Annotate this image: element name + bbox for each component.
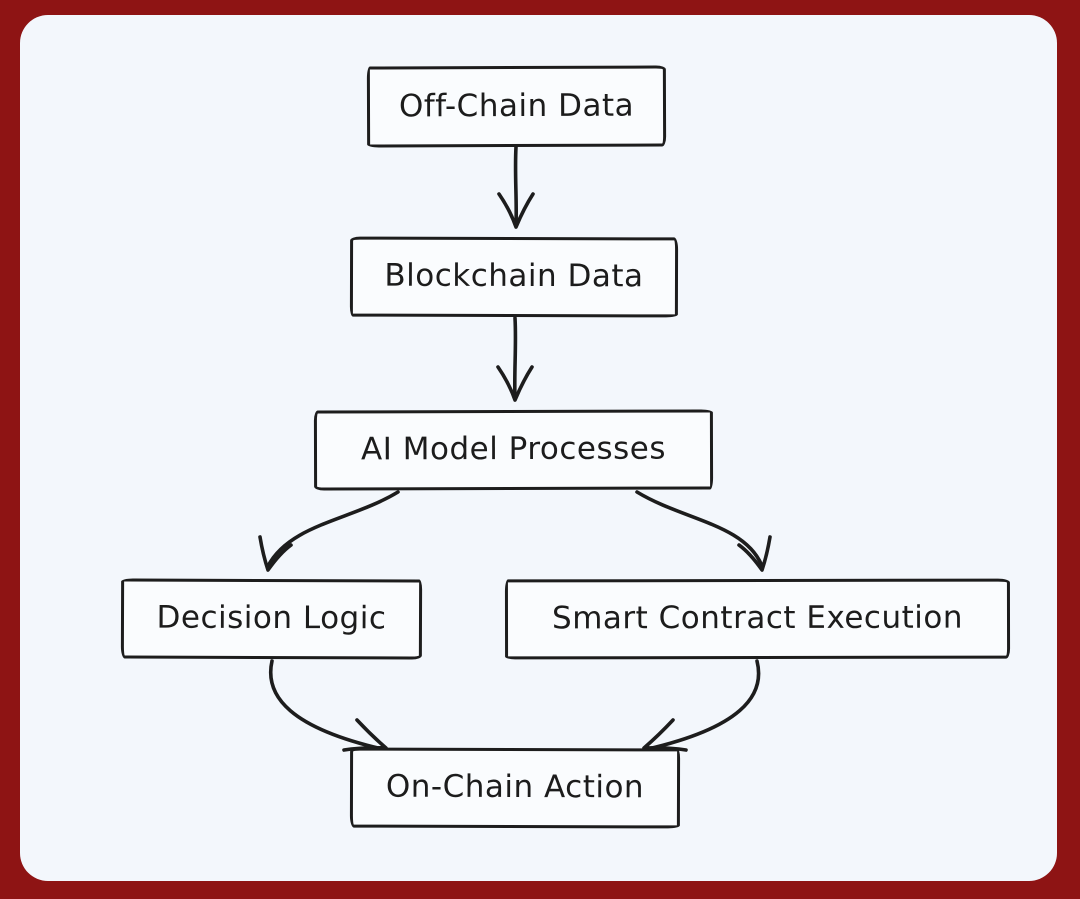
node-decision-logic[interactable]: Decision Logic [120, 578, 423, 660]
edge-off-chain-data-to-blockchain-data[interactable] [497, 145, 535, 229]
edge-ai-model-processes-to-smart-contract-execution[interactable] [635, 490, 772, 572]
node-label: Smart Contract Execution [551, 599, 964, 637]
node-ai-model-processes[interactable]: AI Model Processes [313, 409, 714, 491]
node-label: Off-Chain Data [398, 87, 635, 124]
edge-smart-contract-execution-to-on-chain-action[interactable] [642, 659, 761, 752]
node-on-chain-action[interactable]: On-Chain Action [349, 747, 681, 829]
edge-ai-model-processes-to-decision-logic[interactable] [258, 490, 400, 572]
node-blockchain-data[interactable]: Blockchain Data [349, 236, 679, 318]
node-smart-contract-execution[interactable]: Smart Contract Execution [504, 578, 1011, 660]
node-label: On-Chain Action [385, 768, 645, 806]
edge-blockchain-data-to-ai-model-processes[interactable] [496, 316, 534, 402]
edge-decision-logic-to-on-chain-action[interactable] [269, 659, 388, 752]
node-off-chain-data[interactable]: Off-Chain Data [366, 65, 667, 148]
node-label: AI Model Processes [360, 430, 667, 468]
node-label: Blockchain Data [384, 257, 644, 295]
node-label: Decision Logic [156, 599, 387, 637]
